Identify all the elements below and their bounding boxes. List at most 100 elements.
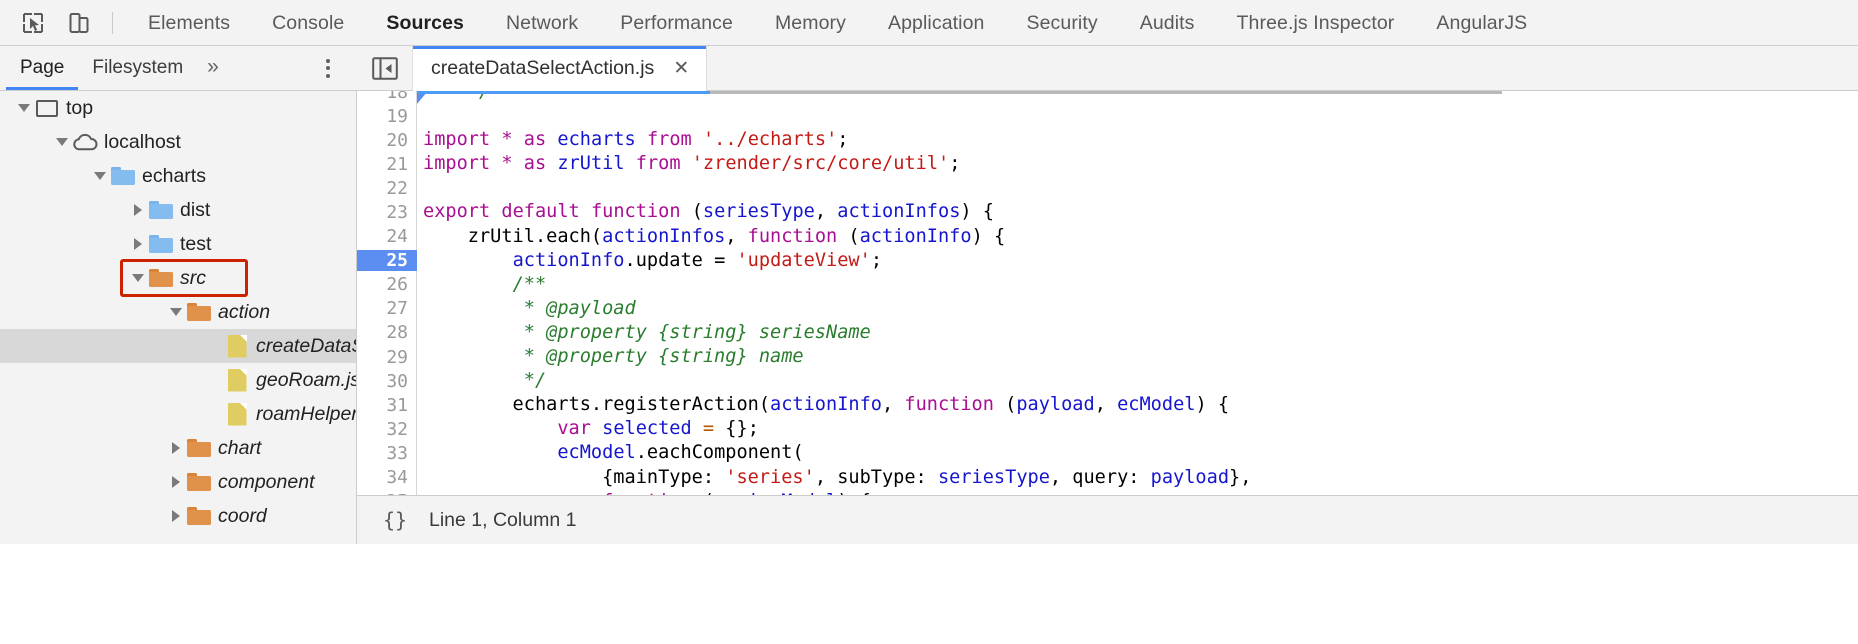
tree-item-src[interactable]: src: [0, 261, 356, 295]
line-number[interactable]: 19: [386, 105, 408, 127]
code-text[interactable]: [417, 176, 434, 200]
breakpoint-marker-icon[interactable]: [417, 91, 427, 104]
tab-application[interactable]: Application: [887, 11, 985, 34]
chevron-down-icon[interactable]: [52, 125, 72, 159]
device-toolbar-icon[interactable]: [62, 6, 96, 40]
line-number[interactable]: 26: [386, 274, 408, 296]
tab-elements[interactable]: Elements: [148, 11, 231, 34]
tree-item-component[interactable]: component: [0, 465, 356, 499]
tree-item-coord[interactable]: coord: [0, 499, 356, 533]
source-code-editor[interactable]: 18 */ 19 20 import * as echarts from '../e…: [357, 91, 1858, 495]
chevron-down-icon[interactable]: [166, 295, 186, 329]
code-token: },: [1229, 466, 1252, 488]
editor-horizontal-scrollbar[interactable]: [418, 91, 1502, 94]
chevron-right-icon[interactable]: [128, 227, 148, 261]
tree-item-dist[interactable]: dist: [0, 193, 356, 227]
code-text[interactable]: ecModel.eachComponent(: [417, 441, 803, 465]
line-number[interactable]: 31: [386, 394, 408, 416]
code-line: 30 */: [357, 369, 1858, 393]
code-token: payload: [1016, 394, 1095, 416]
tree-item-chart[interactable]: chart: [0, 431, 356, 465]
line-number[interactable]: 30: [386, 370, 408, 392]
line-number[interactable]: 28: [386, 322, 408, 344]
code-token: [423, 274, 513, 295]
code-token: from: [646, 129, 692, 151]
tree-item-test[interactable]: test: [0, 227, 356, 261]
code-text[interactable]: import * as echarts from '../echarts';: [417, 128, 848, 152]
tab-sources[interactable]: Sources: [386, 11, 464, 34]
code-token: payload: [1150, 466, 1230, 488]
tab-memory[interactable]: Memory: [774, 11, 846, 34]
line-number[interactable]: 35: [357, 491, 417, 495]
navigator-tab-page[interactable]: Page: [6, 46, 79, 90]
code-text[interactable]: actionInfo.update = 'updateView';: [417, 249, 882, 273]
line-number[interactable]: 22: [386, 177, 408, 199]
navigator-tab-filesystem[interactable]: Filesystem: [92, 57, 184, 78]
code-text[interactable]: var selected = {};: [417, 417, 759, 441]
tab-performance[interactable]: Performance: [620, 11, 733, 34]
tab-angularjs[interactable]: AngularJS: [1436, 11, 1528, 34]
toolbar-divider: [112, 11, 113, 34]
tree-item-georoam-js[interactable]: geoRoam.js: [0, 363, 356, 397]
line-number[interactable]: 21: [386, 153, 408, 175]
pretty-print-icon[interactable]: {}: [382, 508, 408, 532]
tree-item-action[interactable]: action: [0, 295, 356, 329]
chevron-right-icon[interactable]: [166, 465, 186, 499]
line-number[interactable]: 25: [357, 250, 417, 272]
code-token: =: [714, 249, 726, 271]
line-number[interactable]: 32: [386, 418, 408, 440]
line-number[interactable]: 33: [386, 442, 408, 464]
line-number[interactable]: 27: [386, 298, 408, 320]
tab-console[interactable]: Console: [272, 11, 345, 34]
code-text[interactable]: */: [417, 369, 546, 393]
code-text[interactable]: * @property {string} seriesName: [417, 321, 871, 345]
tree-item-localhost[interactable]: localhost: [0, 125, 356, 159]
tab-audits[interactable]: Audits: [1139, 11, 1195, 34]
code-token: import: [423, 129, 491, 151]
tree-item-roamhelper-js[interactable]: roamHelper.js: [0, 397, 356, 431]
tab-network[interactable]: Network: [506, 11, 579, 34]
tree-item-echarts[interactable]: echarts: [0, 159, 356, 193]
editor-tab-createdataselectaction[interactable]: createDataSelectAction.js ✕: [413, 46, 708, 91]
code-text[interactable]: {mainType: 'series', subType: seriesType…: [417, 466, 1251, 490]
chevron-right-icon[interactable]: [128, 193, 148, 227]
line-number[interactable]: 20: [386, 129, 408, 151]
line-number[interactable]: 29: [386, 346, 408, 368]
line-number[interactable]: 34: [386, 467, 408, 489]
scrollbar-thumb[interactable]: [418, 91, 710, 94]
chevron-right-icon[interactable]: [166, 499, 186, 533]
chevron-down-icon[interactable]: [90, 159, 110, 193]
navigator-more-tabs-icon[interactable]: »: [207, 55, 219, 78]
code-text[interactable]: import * as zrUtil from 'zrender/src/cor…: [417, 152, 960, 176]
line-number[interactable]: 23: [386, 202, 408, 224]
tree-item-top[interactable]: top: [0, 91, 356, 125]
tab-security[interactable]: Security: [1026, 11, 1098, 34]
chevron-right-icon[interactable]: [166, 431, 186, 465]
code-text[interactable]: zrUtil.each(actionInfos, function (actio…: [417, 225, 1005, 249]
code-token: , subType:: [814, 466, 938, 488]
code-token: actionInfo: [512, 249, 625, 271]
code-token: */: [523, 370, 547, 392]
inspect-cursor-icon[interactable]: [16, 6, 50, 40]
code-text[interactable]: * @property {string} name: [417, 345, 804, 369]
code-text[interactable]: /**: [417, 273, 547, 297]
tab-threejs-inspector[interactable]: Three.js Inspector: [1236, 11, 1395, 34]
code-text[interactable]: function (seriesModel) {: [417, 490, 871, 495]
code-token: [423, 322, 524, 343]
line-number[interactable]: 24: [386, 226, 408, 248]
code-token: [513, 129, 524, 150]
line-number[interactable]: 18: [386, 91, 408, 103]
show-navigator-icon[interactable]: [357, 46, 413, 90]
code-text[interactable]: [417, 104, 434, 128]
chevron-down-icon[interactable]: [128, 261, 148, 295]
code-text[interactable]: export default function (seriesType, act…: [417, 200, 994, 224]
code-text[interactable]: echarts.registerAction(actionInfo, funct…: [417, 393, 1230, 417]
chevron-down-icon[interactable]: [14, 91, 34, 125]
folder-glyph: [187, 507, 211, 525]
code-text[interactable]: */: [417, 91, 490, 104]
tree-item-createdataselectaction-js[interactable]: createDataSelectAction.js: [0, 329, 356, 363]
close-icon[interactable]: ✕: [673, 58, 690, 79]
folder-glyph: [149, 269, 173, 287]
code-text[interactable]: * @payload: [417, 297, 636, 321]
kebab-menu-icon[interactable]: [317, 55, 339, 81]
